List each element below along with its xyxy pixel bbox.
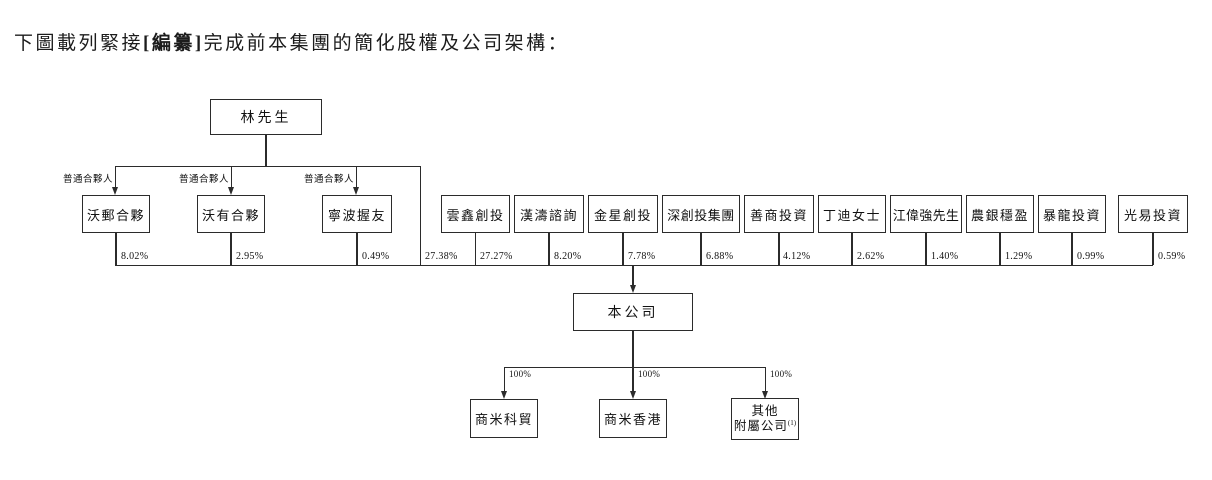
connector xyxy=(778,233,780,265)
pct-label: 27.27% xyxy=(480,250,513,262)
connector xyxy=(700,233,702,265)
arrow-down-icon xyxy=(629,391,636,399)
pct-100-label: 100% xyxy=(638,369,661,379)
connector xyxy=(265,135,267,166)
subsidiary-name-line2: 附屬公司 xyxy=(733,419,788,434)
pct-100-label: 100% xyxy=(770,369,793,379)
node-shareholder: 金星創投 xyxy=(588,195,658,233)
connector xyxy=(632,331,634,367)
node-shareholder: 農銀穩盈 xyxy=(966,195,1034,233)
gp-label: 普通合夥人 xyxy=(63,175,114,185)
pct-label: 4.12% xyxy=(783,250,811,262)
node-partnership: 沃有合夥 xyxy=(197,195,265,233)
pct-label: 0.99% xyxy=(1077,250,1105,262)
arrow-down-icon xyxy=(500,391,507,399)
node-subsidiary: 商米科貿 xyxy=(470,399,538,438)
pct-label: 0.59% xyxy=(1158,250,1186,262)
pct-label: 2.95% xyxy=(236,250,264,262)
arrow-down-icon xyxy=(352,187,359,195)
connector xyxy=(1071,233,1073,265)
connector xyxy=(114,165,421,167)
connector xyxy=(356,233,358,265)
node-shareholder: 漢濤諮詢 xyxy=(514,195,584,233)
pct-label: 1.29% xyxy=(1005,250,1033,262)
connector xyxy=(115,233,117,265)
node-company: 本公司 xyxy=(573,293,693,331)
pct-label: 1.40% xyxy=(931,250,959,262)
title-prefix: 下圖載列緊接 xyxy=(14,33,144,54)
connector xyxy=(355,166,357,188)
connector xyxy=(230,166,232,188)
node-shareholder: 江偉強先生 xyxy=(890,195,962,233)
node-partnership: 沃郵合夥 xyxy=(82,195,150,233)
pct-label: 8.20% xyxy=(554,250,582,262)
pct-label: 8.02% xyxy=(121,250,149,262)
title-redacted-tag: [編纂] xyxy=(143,33,204,54)
node-shareholder: 暴龍投資 xyxy=(1038,195,1106,233)
connector xyxy=(503,367,505,392)
connector xyxy=(230,233,232,265)
page-title: 下圖載列緊接[編纂]完成前本集團的簡化股權及公司架構： xyxy=(14,28,569,55)
connector xyxy=(622,233,624,265)
gp-label: 普通合夥人 xyxy=(304,175,355,185)
pct-label: 7.78% xyxy=(628,250,656,262)
node-shareholder: 雲鑫創投 xyxy=(441,195,510,233)
arrow-down-icon xyxy=(761,391,768,399)
node-shareholder: 深創投集團 xyxy=(662,195,740,233)
arrow-down-icon xyxy=(227,187,234,195)
connector xyxy=(632,367,634,392)
gp-label: 普通合夥人 xyxy=(179,175,230,185)
node-subsidiary: 商米香港 xyxy=(599,399,667,438)
connector xyxy=(474,233,477,265)
connector xyxy=(851,233,853,265)
pct-label: 0.49% xyxy=(362,250,390,262)
pct-100-label: 100% xyxy=(509,369,532,379)
arrow-down-icon xyxy=(629,285,636,293)
node-subsidiary-other: 其他 附屬公司(1) xyxy=(731,398,799,440)
connector xyxy=(114,166,116,188)
connector xyxy=(503,366,766,368)
pct-label: 6.88% xyxy=(706,250,734,262)
connector xyxy=(764,367,766,392)
arrow-down-icon xyxy=(111,187,118,195)
node-shareholder: 光易投資 xyxy=(1118,195,1188,233)
connector xyxy=(999,233,1001,265)
connector xyxy=(548,233,550,265)
connector xyxy=(1152,233,1154,265)
pct-label-direct: 27.38% xyxy=(425,250,458,262)
connector xyxy=(632,266,634,286)
node-partnership: 寧波握友 xyxy=(322,195,392,233)
node-mr-lin: 林先生 xyxy=(210,99,322,135)
subsidiary-name-line1: 其他 xyxy=(751,403,779,418)
pct-label: 2.62% xyxy=(857,250,885,262)
node-shareholder: 善商投資 xyxy=(744,195,814,233)
connector xyxy=(925,233,927,265)
node-shareholder: 丁迪女士 xyxy=(818,195,886,233)
connector xyxy=(115,264,1154,266)
subsidiary-name-line2-wrap: 附屬公司(1) xyxy=(734,419,796,435)
connector xyxy=(419,166,421,266)
title-suffix: 完成前本集團的簡化股權及公司架構： xyxy=(203,33,570,54)
footnote-ref: (1) xyxy=(787,419,797,428)
